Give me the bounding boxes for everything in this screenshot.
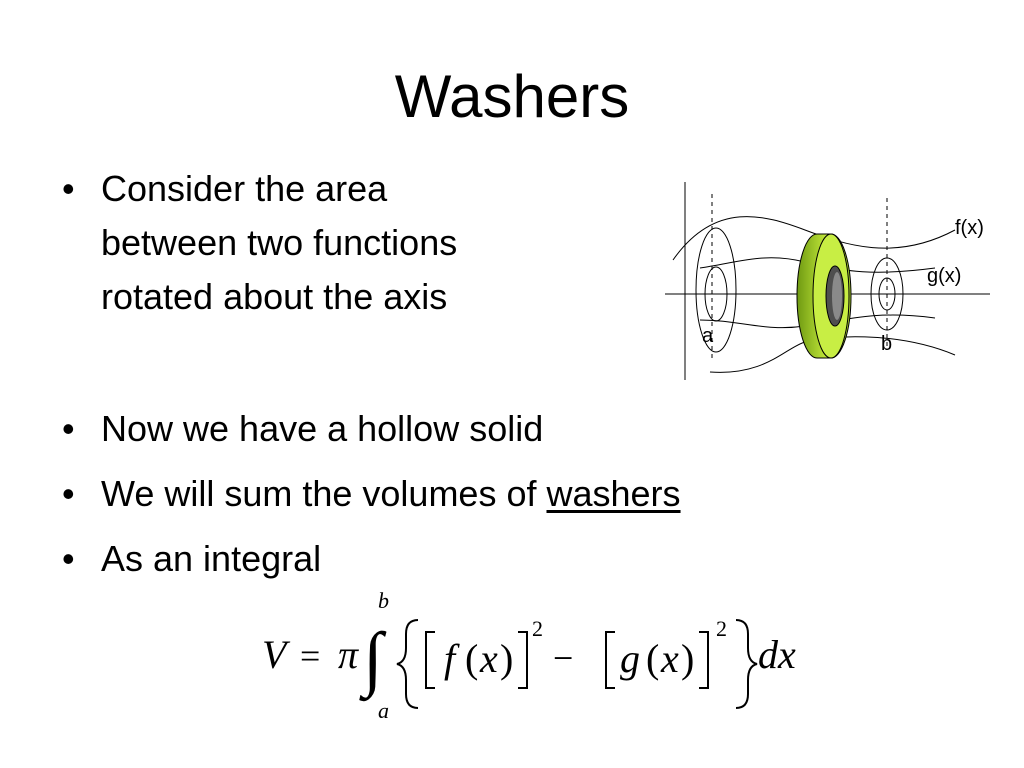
formula-integral-sign: ∫	[359, 618, 387, 702]
bullet-item-washers: • We will sum the volumes of washers	[62, 467, 681, 521]
formula-exponent-f: 2	[532, 616, 543, 641]
label-a: a	[702, 325, 714, 347]
formula-pi: π	[338, 632, 359, 677]
formula-dx: dx	[758, 632, 796, 677]
bullet-text: Consider the area between two functions …	[101, 168, 458, 317]
washer-hole-inner	[832, 272, 842, 320]
washer-shape	[796, 233, 852, 359]
bullet-icon: •	[62, 168, 75, 209]
bullet-item-hollow-solid: • Now we have a hollow solid	[62, 402, 543, 456]
f-curve-top	[672, 216, 956, 261]
bullet-text: As an integral	[101, 538, 322, 579]
formula-left-bracket-f	[425, 631, 435, 689]
bullet-item-consider: • Consider the area between two function…	[62, 162, 457, 324]
formula-paren-open-g: (	[646, 636, 659, 681]
formula-lower-limit: a	[378, 698, 389, 723]
bullet-icon: •	[62, 473, 75, 514]
formula-volume-symbol: V	[262, 632, 291, 677]
formula-left-bracket-g	[605, 631, 615, 689]
bullet-icon: •	[62, 538, 75, 579]
formula-exponent-g: 2	[716, 616, 727, 641]
formula-equals: =	[300, 636, 320, 676]
formula-left-brace	[396, 619, 419, 709]
outer-ellipse-b	[870, 257, 904, 331]
formula-right-bracket-g	[699, 631, 709, 689]
bullet-text: Now we have a hollow solid	[101, 408, 544, 449]
label-g-of-x: g(x)	[927, 265, 961, 287]
inner-ellipse-a	[704, 266, 728, 322]
washers-term: washers	[546, 473, 681, 514]
bullet-text-before: We will sum the volumes of	[101, 473, 547, 514]
bullet-icon: •	[62, 408, 75, 449]
formula-upper-limit: b	[378, 588, 389, 613]
formula-paren-close-g: )	[681, 636, 694, 681]
formula-paren-close-f: )	[500, 636, 513, 681]
label-f-of-x: f(x)	[955, 217, 984, 239]
formula-paren-open-f: (	[465, 636, 478, 681]
bullet-text: We will sum the volumes of washers	[101, 467, 681, 521]
slide-title: Washers	[394, 63, 630, 130]
inner-ellipse-b	[878, 277, 896, 311]
washer-volume-formula: V = π ∫ b a f ( x ) 2 − g ( x ) 2 dx	[262, 588, 796, 723]
bullet-item-integral: • As an integral	[62, 532, 321, 586]
formula-g: g	[620, 636, 640, 681]
outer-ellipse-a	[695, 227, 737, 353]
formula-f: f	[444, 636, 460, 681]
label-b: b	[881, 333, 892, 355]
formula-x-in-g: x	[660, 636, 679, 681]
formula-x-in-f: x	[479, 636, 498, 681]
formula-right-bracket-f	[518, 631, 528, 689]
washer-diagram: f(x) g(x) a b	[665, 182, 990, 380]
formula-minus: −	[553, 638, 573, 678]
formula-right-brace	[735, 619, 758, 709]
